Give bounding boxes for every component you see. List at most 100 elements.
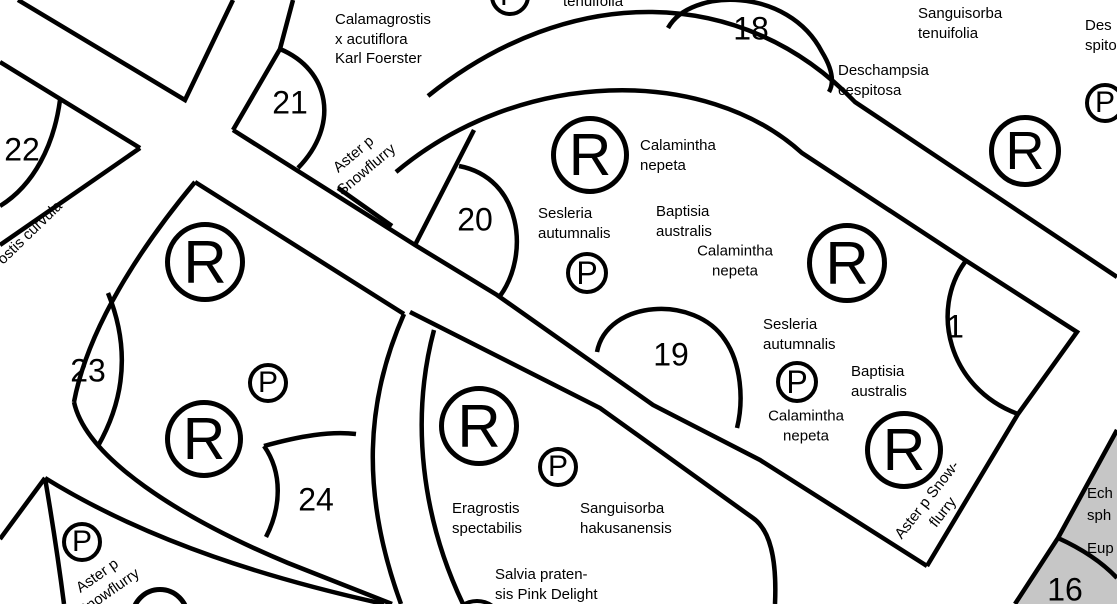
marker-R-left-upper-letter: R	[183, 228, 227, 296]
arc-walkway-lower-edge	[394, 88, 1081, 568]
bed-20-arc	[458, 163, 520, 298]
marker-P-left: P	[248, 363, 288, 403]
label-tenuifolia-partial: tenuifolia	[563, 0, 623, 12]
bed-bottomleft-edge-north	[43, 476, 385, 604]
label-ech-sph-partial-line-1: Ech	[1087, 485, 1113, 502]
label-baptisia-1-line-2: australis	[656, 222, 712, 240]
label-eragrostis-spectabilis: Eragrostis spectabilis	[452, 499, 522, 538]
label-eragrostis-spectabilis-line-2: spectabilis	[452, 519, 523, 537]
bed-topleft-triangle	[16, 0, 236, 104]
marker-R-mid-right: R	[807, 223, 887, 303]
marker-R-bottom-right: R	[865, 411, 943, 489]
label-sanguisorba-tenuifolia-line-1: Sanguisorba	[918, 5, 1003, 22]
label-deschampsia-cespitosa-tr: Deschampsia cespitosa	[838, 61, 929, 100]
label-des-spito-partial-line-2: spito	[1085, 36, 1117, 54]
marker-R-bottom-right-letter: R	[882, 417, 926, 483]
label-sanguisorba-hakusanensis-line-2: hakusanensis	[580, 519, 672, 537]
marker-P-right-edge: P	[1085, 83, 1117, 123]
label-sesleria-2-line-1: Sesleria	[763, 316, 818, 333]
zone-number-22: 22	[4, 131, 40, 168]
marker-R-mid-upper-letter: R	[568, 122, 612, 188]
marker-R-mid-right-letter: R	[825, 229, 869, 297]
label-calamintha-3-line-1: Calamintha	[768, 407, 844, 425]
zone-number-24: 24	[298, 481, 334, 518]
bed-20-west-edge	[412, 128, 477, 247]
label-deschampsia-cespitosa-tr-line-2: cespitosa	[838, 81, 902, 99]
label-calamintha-1-line-1: Calamintha	[640, 137, 716, 154]
marker-P-right-letter: P	[786, 363, 808, 400]
label-sesleria-1-line-2: autumnalis	[538, 224, 611, 242]
walkway-edge-a-lower	[0, 60, 142, 150]
gray-area-divider	[1057, 535, 1117, 580]
marker-P-right-edge-letter: P	[1094, 86, 1115, 119]
bed-left-west-edge	[71, 180, 197, 403]
marker-P-bottom-center: P	[538, 447, 578, 487]
label-calamintha-2-line-1: Calamintha	[697, 242, 773, 260]
marker-P-bottom-left-letter: P	[71, 525, 92, 558]
label-des-spito-partial-line-1: Des	[1085, 17, 1112, 34]
label-deschampsia-cespitosa-tr-line-1: Deschampsia	[838, 62, 929, 79]
bed-left-south-edge	[71, 401, 393, 604]
label-salvia-pratensis-line-1: Salvia praten-	[495, 566, 588, 583]
bed-bottomleft-edge-west	[0, 476, 47, 541]
marker-P-left-letter: P	[257, 366, 278, 399]
marker-P-mid-letter: P	[576, 254, 598, 291]
label-calamagrostis-line-3: Karl Foerster	[335, 50, 422, 67]
walkway-edge-b-left	[0, 146, 142, 247]
marker-R-mid-upper: R	[551, 116, 629, 194]
gray-area-fill	[1015, 430, 1117, 604]
label-baptisia-2-line-2: australis	[851, 382, 907, 400]
bed-bottomleft-edge-inner	[42, 477, 67, 604]
marker-P-mid: P	[566, 252, 608, 294]
label-sanguisorba-tenuifolia: Sanguisorba tenuifolia	[918, 4, 1002, 43]
zone-1-arc	[945, 260, 1019, 417]
label-calamintha-1-line-2: nepeta	[640, 156, 686, 174]
bed-left-top-edge	[193, 180, 406, 316]
zone-22-arc	[0, 99, 63, 208]
label-tenuifolia-partial-line-1: tenuifolia	[563, 0, 624, 10]
label-eragrostis-spectabilis-line-1: Eragrostis	[452, 500, 520, 517]
zone-number-18: 18	[733, 10, 769, 47]
marker-P-top-edge-letter: P	[500, 0, 520, 13]
zone-24-arc	[262, 444, 280, 539]
label-calamintha-2-line-2: nepeta	[712, 262, 758, 279]
label-baptisia-2-line-1: Baptisia	[851, 363, 905, 380]
bed-21-sliver-line	[336, 186, 394, 228]
label-sanguisorba-tenuifolia-line-2: tenuifolia	[918, 24, 979, 42]
label-salvia-pratensis-line-2: sis Pink Delight	[495, 585, 598, 603]
label-eup-partial: Eup	[1087, 539, 1114, 559]
label-sesleria-1: Sesleria autumnalis	[538, 204, 611, 243]
walkway-diagonal-ne-edge	[231, 128, 929, 568]
zone-number-20: 20	[457, 201, 493, 238]
label-salvia-pratensis: Salvia praten-sis Pink Delight	[495, 565, 598, 604]
zone-24-top-line	[263, 430, 357, 449]
zone-number-19: 19	[653, 336, 689, 373]
zone-number-16: 16	[1047, 571, 1083, 604]
label-sesleria-1-line-1: Sesleria	[538, 205, 593, 222]
zone-19-arc	[594, 306, 743, 429]
marker-P-bottom-left: P	[62, 522, 102, 562]
label-baptisia-1: Baptisia australis	[656, 202, 712, 241]
label-baptisia-2: Baptisia australis	[851, 362, 907, 401]
narrow-walkway-right-edge	[419, 329, 466, 604]
label-calamagrostis-line-2: x acutiflora	[335, 30, 408, 48]
marker-R-top-right: R	[989, 115, 1061, 187]
marker-R-left-lower: R	[165, 400, 243, 478]
arc-walkway-upper-edge	[426, 9, 1117, 279]
label-calamintha-2: Calamintha nepeta	[697, 242, 773, 281]
label-calamintha-3-line-2: nepeta	[783, 427, 829, 444]
label-sanguisorba-hakusanensis-line-1: Sanguisorba	[580, 500, 665, 517]
narrow-walkway-left-edge	[370, 313, 407, 604]
bed-21-arc	[279, 46, 327, 170]
marker-R-bottom-center: R	[439, 386, 519, 466]
zone-18-arc	[666, 0, 835, 94]
label-ech-sph-partial-line-2: sph	[1087, 507, 1112, 524]
label-eup-partial-line-1: Eup	[1087, 540, 1114, 557]
label-baptisia-1-line-1: Baptisia	[656, 203, 710, 220]
marker-R-top-right-letter: R	[1005, 121, 1045, 181]
zone-number-23: 23	[70, 352, 106, 389]
